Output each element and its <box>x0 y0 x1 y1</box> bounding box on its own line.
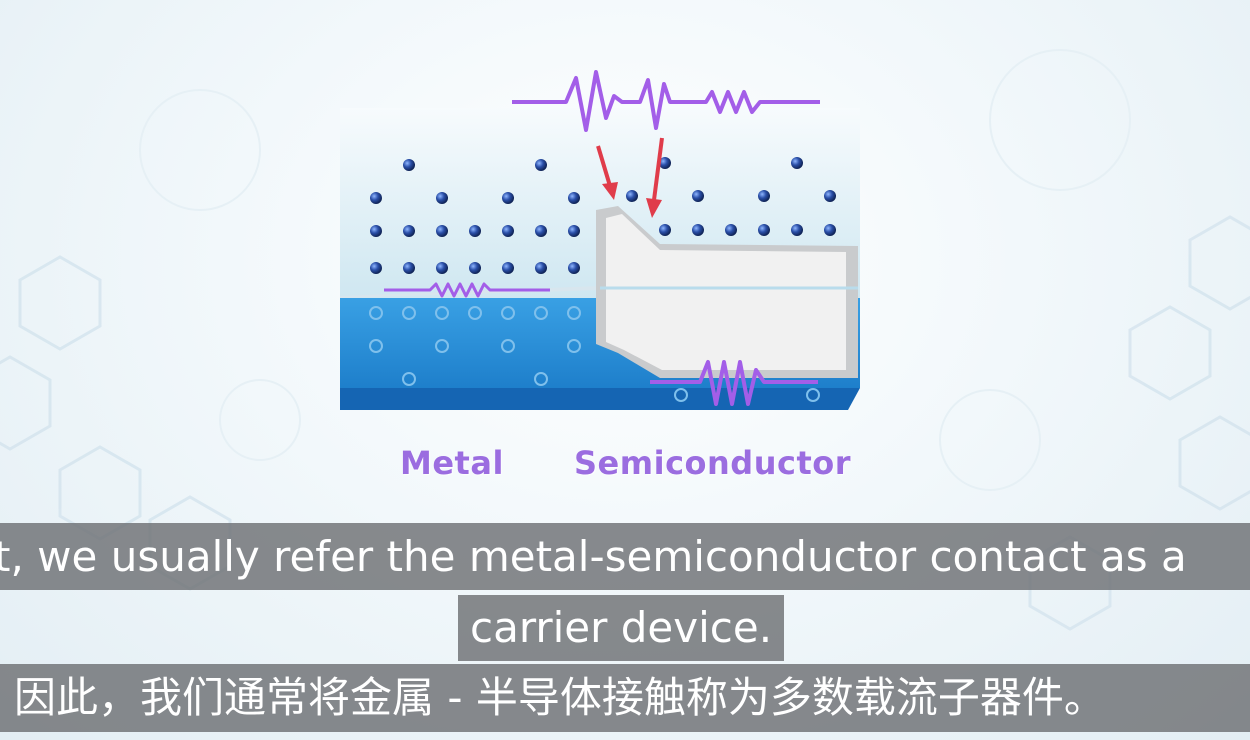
electrons-metal <box>370 159 580 274</box>
metal-label: Metal <box>400 444 504 482</box>
subtitle-chinese-text: 因此，我们通常将金属 - 半导体接触称为多数载流子器件。 <box>14 673 1106 722</box>
incoming-wave <box>512 70 820 132</box>
semiconductor-wave <box>650 360 818 406</box>
semiconductor-label: Semiconductor <box>574 444 852 482</box>
subtitle-english-line2: carrier device. <box>458 595 785 661</box>
metal-surface-wave <box>384 282 550 298</box>
subtitle-english-line1-text: t, we usually refer the metal-semiconduc… <box>0 532 1187 581</box>
electrons-semiconductor <box>626 157 836 236</box>
wave-lines <box>384 70 820 406</box>
subtitle-chinese: 因此，我们通常将金属 - 半导体接触称为多数载流子器件。 <box>0 664 1250 732</box>
incidence-arrows <box>596 137 664 218</box>
holes-metal <box>369 306 820 402</box>
subtitle-english-line1: t, we usually refer the metal-semiconduc… <box>0 523 1250 590</box>
semiconductor-block <box>596 206 858 378</box>
